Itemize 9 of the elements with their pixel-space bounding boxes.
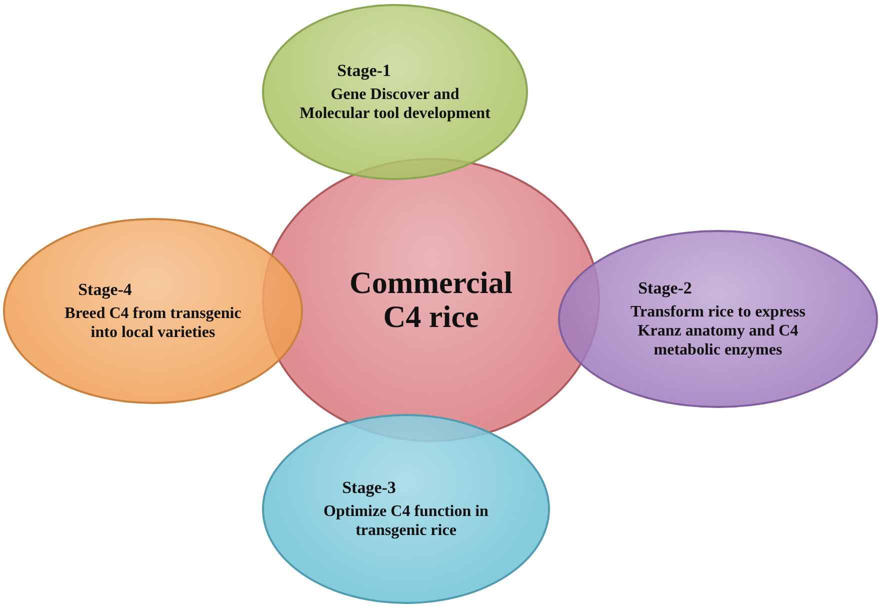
stage-heading: Stage-3 [341, 478, 397, 498]
stage-description: Optimize C4 function in transgenic rice [322, 502, 490, 540]
stage-heading: Stage-4 [77, 280, 133, 300]
stage-heading: Stage-1 [336, 61, 392, 81]
stage-description: Gene Discover and Molecular tool development [298, 85, 492, 123]
center-title: Commercial C4 rice [348, 266, 514, 334]
stage-heading: Stage-2 [637, 278, 693, 298]
stage-description: Transform rice to express Kranz anatomy and C4 metabolic enzymes [630, 302, 806, 360]
stage-description: Breed C4 from transgenic into local varieties [64, 304, 242, 342]
